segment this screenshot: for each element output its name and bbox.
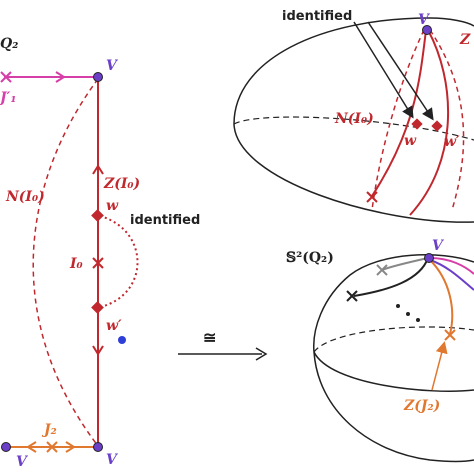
v-bottom-left-label: V: [16, 454, 29, 470]
w-label: w: [106, 198, 119, 214]
w-prime-diamond: [91, 301, 104, 314]
q2-label: Q₂: [0, 36, 18, 52]
j2-arrow-left: [26, 441, 37, 453]
v-top-label: V: [106, 58, 119, 74]
hemisphere-equator-front: [233, 123, 474, 223]
sphere-vertex: [424, 253, 434, 263]
sphere-dot-2: [406, 312, 410, 316]
sphere-purple-curve: [429, 259, 474, 291]
j2-label: J₂: [41, 422, 57, 438]
hemi-curve-2: [371, 29, 427, 197]
hemi-cross: [366, 191, 378, 203]
hemi-z-label: Z: [459, 32, 471, 48]
sphere-black-cross: [346, 290, 358, 302]
sphere-orange-cross: [444, 329, 456, 341]
j2-cross: [46, 441, 58, 453]
left-panel: Q₂ V J′₁ N(I₀) Z(I₀) w identified I₀ w′ …: [0, 36, 200, 470]
j1-prime-cross: [0, 71, 12, 83]
hemi-v-label: V: [418, 12, 431, 28]
z-j2-label: Z(J₂): [403, 398, 440, 414]
hemisphere-equator-back: [233, 116, 474, 141]
hemi-vertex: [422, 25, 432, 35]
vertex-bottom-right: [93, 442, 103, 452]
sphere-v-label: V: [432, 238, 445, 254]
hemi-curve-1: [371, 29, 425, 211]
sphere-orange-curve: [429, 259, 454, 335]
z-j2-pointer: [431, 341, 448, 391]
sphere-gray-cross: [376, 264, 388, 276]
sphere: 𝕊²(Q₂) V Z(J₂): [286, 238, 474, 463]
hemi-n-i0-label: N(I₀): [334, 111, 374, 127]
w-prime-label: w′: [106, 318, 122, 334]
j2-arrow-right: [65, 441, 76, 453]
sphere-dot-1: [396, 304, 400, 308]
hemi-w-prime-label: w′: [444, 134, 460, 150]
sphere-pink-curve: [429, 257, 474, 275]
sphere-black-curve: [353, 257, 429, 297]
sphere-gray-curve: [381, 257, 429, 271]
w-diamond: [91, 209, 104, 222]
sphere-equator-front: [313, 351, 474, 392]
hemisphere: identified V Z N(I₀) w w′: [233, 9, 474, 223]
hemisphere-dome: [233, 17, 474, 125]
i0-cross: [92, 257, 104, 269]
j1-prime-arrow: [55, 71, 66, 83]
v-bottom-right-label: V: [106, 452, 119, 468]
hemi-w-diamond: [411, 118, 423, 130]
sphere-equator-back: [313, 326, 474, 353]
vertex-top: [93, 72, 103, 82]
i0-label: I₀: [69, 256, 83, 272]
identified-label-top: identified: [282, 9, 352, 24]
identified-label-left: identified: [130, 213, 200, 228]
z-i0-label: Z(I₀): [103, 176, 140, 192]
identification-dotted-arc: [99, 215, 139, 308]
z-i0-arrow-up: [92, 164, 104, 175]
vertex-bottom-left: [1, 442, 11, 452]
z-i0-arrow-down: [92, 345, 104, 356]
cong-symbol: ≅: [203, 328, 216, 347]
isomorphism-arrow: ≅: [178, 328, 268, 361]
hemi-curve-4: [429, 29, 465, 211]
j1-prime-label: J′₁: [0, 90, 16, 106]
hemi-curve-3: [409, 29, 450, 216]
sphere-dot-3: [416, 318, 420, 322]
n-i0-dashed-curve: [32, 78, 99, 447]
hemi-w-label: w: [404, 133, 417, 149]
blue-dot: [118, 336, 126, 344]
s2-q2-label: 𝕊²(Q₂): [286, 250, 334, 266]
n-i0-label-left: N(I₀): [5, 189, 45, 205]
